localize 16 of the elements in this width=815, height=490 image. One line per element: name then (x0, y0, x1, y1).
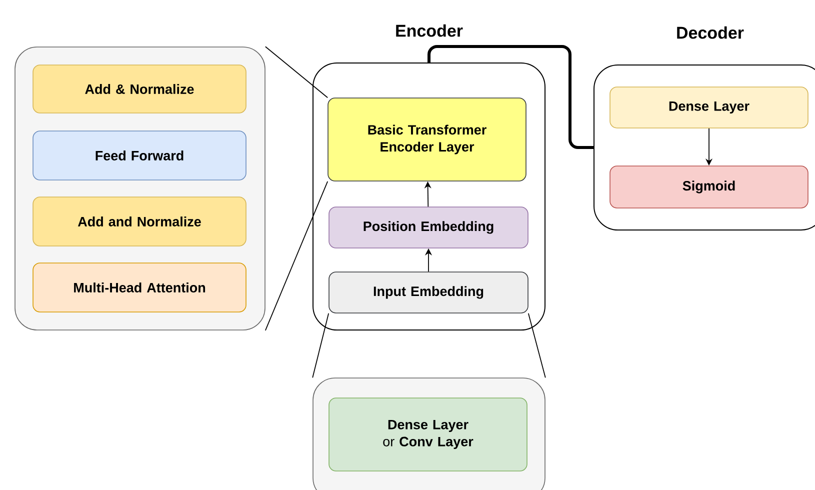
module-heading: Decoder (677, 26, 744, 39)
layer-box: Input Embedding (328, 272, 528, 314)
layer-box: Position Embedding (328, 206, 528, 248)
layer-box: Basic Transformer Encoder Layer (328, 98, 526, 182)
leader-line (264, 46, 328, 98)
layer-box: Dense Layer or Conv Layer (328, 398, 528, 472)
leader-line (312, 312, 330, 378)
module-heading: Encoder (396, 24, 463, 37)
layer-box: Add and Normalize (32, 196, 246, 246)
layer-box: Feed Forward (32, 130, 246, 180)
layer-box: Add & Normalize (32, 64, 246, 114)
layer-box: Dense Layer (610, 86, 808, 128)
layer-box: Multi-Head Attention (32, 262, 246, 312)
leader-line (264, 180, 328, 331)
layer-box: Sigmoid (610, 166, 808, 208)
leader-line (528, 312, 546, 378)
